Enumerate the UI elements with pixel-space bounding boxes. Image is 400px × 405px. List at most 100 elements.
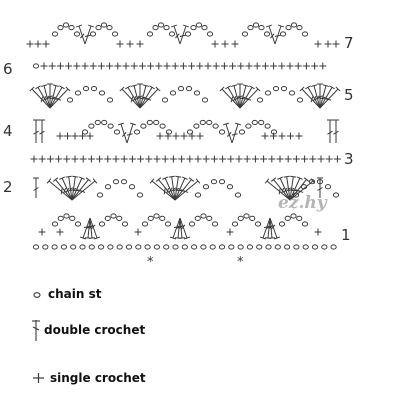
chain-stitch [89, 31, 97, 37]
single-crochet-stitch [188, 62, 196, 70]
single-crochet-stitch [26, 40, 34, 48]
chain-stitch [241, 31, 249, 37]
chain-stitch [68, 25, 75, 31]
double-crochet-stitch [47, 83, 53, 108]
double-crochet-stitch [239, 85, 255, 109]
double-crochet-stitch [130, 84, 141, 109]
chain-stitch [133, 129, 141, 135]
chain-stitch [177, 85, 185, 92]
double-crochet-stitch [29, 86, 51, 109]
single-crochet-stitch [221, 40, 229, 48]
single-crochet-stitch [63, 155, 71, 163]
chain-stitch [245, 123, 252, 129]
chain-stitch [70, 244, 77, 250]
single-crochet-stitch [278, 62, 286, 70]
single-crochet-stitch [179, 62, 187, 70]
legend-chain-st-label: chain st [48, 287, 102, 301]
legend-double-crochet: double crochet [30, 318, 145, 342]
chain-stitch [256, 97, 264, 103]
double-crochet-stitch [319, 84, 330, 109]
single-crochet-stitch [220, 62, 228, 70]
single-crochet-stitch [333, 155, 341, 163]
double-crochet-stitch [71, 178, 98, 201]
chain-stitch [42, 244, 49, 250]
chain-stitch [206, 215, 213, 221]
single-crochet-stitch [278, 132, 286, 140]
row-number-6: 6 [3, 60, 13, 78]
chain-stitch [256, 244, 263, 250]
double-crochet-stitch [225, 85, 241, 109]
chain-stitch [264, 90, 272, 96]
single-crochet-stitch [292, 155, 300, 163]
single-crochet-stitch [87, 155, 95, 163]
chain-stitch [195, 22, 203, 28]
chain-stitch [311, 244, 319, 250]
single-crochet-stitch [324, 40, 332, 48]
single-crochet-stitch [64, 132, 71, 140]
chain-stitch [51, 221, 59, 227]
double-crochet-stitch [125, 85, 141, 109]
double-crochet-stitch [49, 86, 71, 109]
single-crochet-stitch [229, 62, 237, 70]
single-crochet-stitch [114, 62, 122, 70]
double-crochet-stitch [317, 83, 323, 108]
single-crochet-stitch [89, 62, 97, 70]
single-crochet-stitch [194, 155, 202, 163]
chain-stitch [110, 213, 117, 219]
single-crochet-stitch [178, 155, 186, 163]
single-crochet-stitch [268, 155, 276, 163]
chain-stitch [263, 31, 271, 37]
double-crochet-stitch [283, 175, 292, 201]
chain-stitch [290, 213, 297, 219]
chain-stitch [184, 31, 192, 37]
chain-stitch [163, 25, 170, 31]
single-crochet-stitch [56, 62, 64, 70]
chain-stitch [288, 90, 296, 96]
chain-stitch [111, 31, 119, 37]
chain-stitch [249, 215, 256, 221]
double-crochet-stitch [33, 119, 39, 143]
chain-stitch [296, 25, 303, 31]
double-crochet-stitch [71, 176, 85, 201]
double-crochet-stitch [174, 176, 188, 201]
double-crochet-stitch [117, 122, 128, 144]
single-crochet-stitch [71, 132, 79, 140]
chain-stitch [63, 213, 70, 219]
chain-stitch [159, 215, 166, 221]
chain-stitch [201, 97, 209, 103]
chain-stitch [172, 244, 179, 250]
chain-stitch [234, 192, 242, 198]
single-crochet-stitch [186, 155, 194, 163]
double-crochet-stitch [49, 84, 60, 109]
row-number-3: 3 [344, 150, 354, 168]
single-crochet-stitch [261, 62, 269, 70]
row-number-4: 4 [3, 122, 13, 140]
single-crochet-stitch [48, 62, 56, 70]
single-crochet-stitch [294, 62, 302, 70]
chain-stitch [209, 244, 216, 250]
chain-stitch [181, 244, 188, 250]
chain-stitch [125, 244, 133, 250]
chain-stitch [238, 129, 246, 135]
double-crochet-stitch [33, 177, 39, 198]
chain-stitch [140, 123, 147, 129]
single-crochet-stitch [81, 62, 89, 70]
single-crochet-stitch [104, 155, 112, 163]
single-crochet-stitch [86, 132, 94, 140]
chain-stitch [237, 215, 244, 221]
double-crochet-stitch [174, 178, 201, 201]
single-crochet-stitch [38, 155, 46, 163]
legend-single-crochet-label: single crochet [50, 371, 146, 385]
chain-stitch [90, 85, 98, 92]
single-crochet-stitch [128, 155, 136, 163]
single-crochet-stitch [120, 155, 128, 163]
chain-stitch [146, 119, 153, 126]
single-crochet-stitch [237, 62, 245, 70]
single-crochet-stitch [287, 132, 294, 140]
single-crochet-stitch [235, 155, 243, 163]
double-crochet-stitch [65, 175, 74, 201]
chain-stitch [185, 85, 193, 92]
single-crochet-stitch [112, 155, 120, 163]
legend-single-crochet: single crochet [30, 371, 146, 385]
repeat-marker-right: * [237, 255, 244, 270]
